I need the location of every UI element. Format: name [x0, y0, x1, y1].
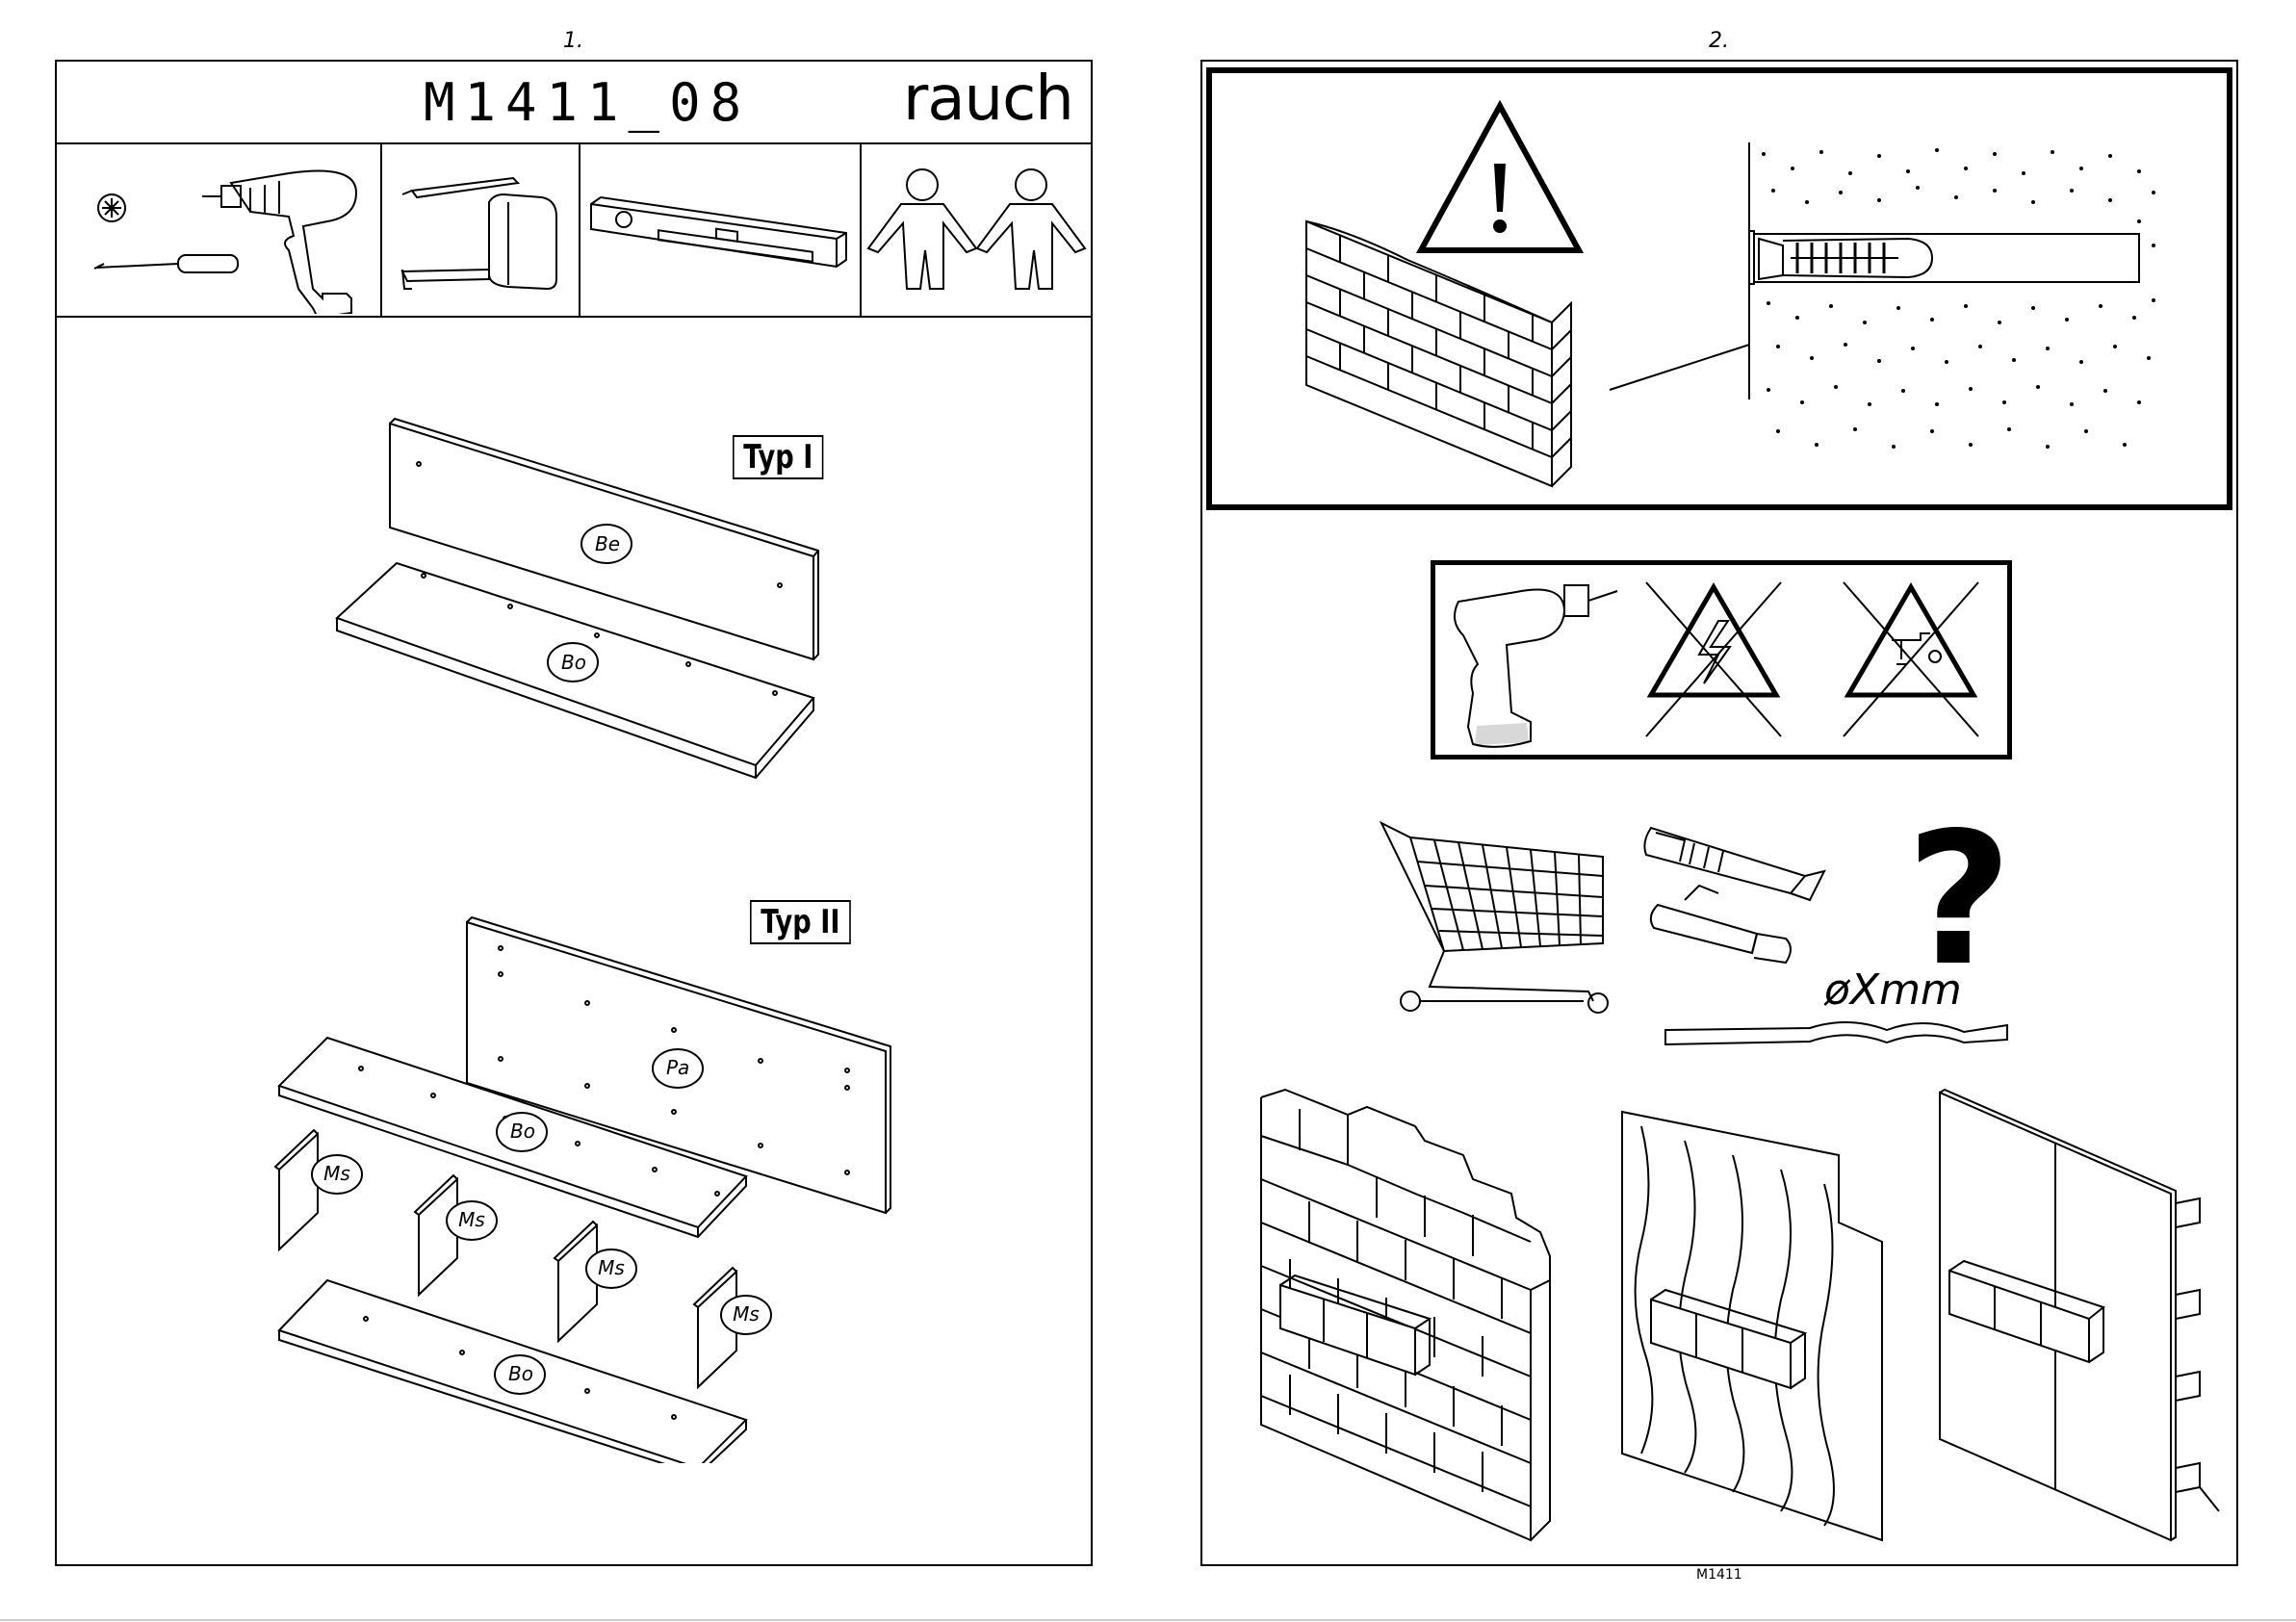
wall-plug-icon [1644, 828, 1824, 963]
page-number: 1. [563, 29, 583, 53]
part-label-ms: Ms [322, 1162, 351, 1185]
divider-ms-2 [415, 1175, 457, 1295]
brick-wall-with-shelf [1261, 1090, 1550, 1540]
wall-types-illustration [1251, 1088, 2224, 1550]
model-code: M1411_08 [424, 72, 751, 133]
part-label-bo: Bo [508, 1362, 531, 1385]
divider [55, 316, 1093, 318]
type-1-parts-diagram [318, 404, 838, 780]
no-water-pipe-icon [1844, 582, 1978, 736]
part-label-ms: Ms [457, 1208, 486, 1231]
part-label-ms: Ms [597, 1256, 626, 1279]
divider-ms-1 [275, 1130, 318, 1249]
footer-code: M1411 [1696, 1567, 1742, 1583]
screwdriver-icon [94, 255, 238, 272]
screw-head-icon [98, 194, 125, 221]
page-number: 2. [1709, 29, 1729, 53]
part-label-bo: Bo [510, 1120, 533, 1143]
brick-wall-icon [1306, 221, 1571, 486]
divider [380, 142, 382, 316]
part-label-be: Be [595, 532, 618, 555]
drill-bit-icon [1665, 1022, 2007, 1044]
shopping-cart-icon [1381, 823, 1608, 1013]
tape-measure-icon [402, 194, 556, 289]
spirit-level-icon [581, 144, 858, 314]
type-2-parts-diagram [270, 905, 905, 1463]
no-electrical-cable-icon [1646, 582, 1781, 736]
brand-logo: rauch [903, 64, 1073, 135]
part-label-pa: Pa [666, 1056, 689, 1079]
drill-icon [1455, 585, 1617, 747]
drill-icon [202, 171, 356, 315]
tools-drill-screwdriver [58, 144, 380, 314]
wall-anchor-warning-illustration [1215, 77, 2226, 501]
warning-triangle-icon [1421, 106, 1579, 250]
part-label-bo: Bo [561, 651, 584, 674]
divider [579, 142, 580, 316]
divider [860, 142, 862, 316]
page-edge [0, 1619, 2296, 1621]
wall-section-icon [1749, 142, 2163, 470]
tools-pencil-tape [383, 144, 577, 314]
wood-wall-with-shelf [1622, 1112, 1882, 1540]
part-label-ms: Ms [732, 1302, 761, 1326]
drywall-with-shelf [1940, 1090, 2219, 1540]
two-persons-icon [863, 144, 1091, 314]
buy-dowels-illustration: ? [1367, 809, 2060, 1059]
divider-ms-3 [555, 1222, 597, 1341]
drilling-hazard-illustration [1439, 568, 2005, 753]
dowel-diameter-label: øXmm [1824, 965, 1962, 1015]
